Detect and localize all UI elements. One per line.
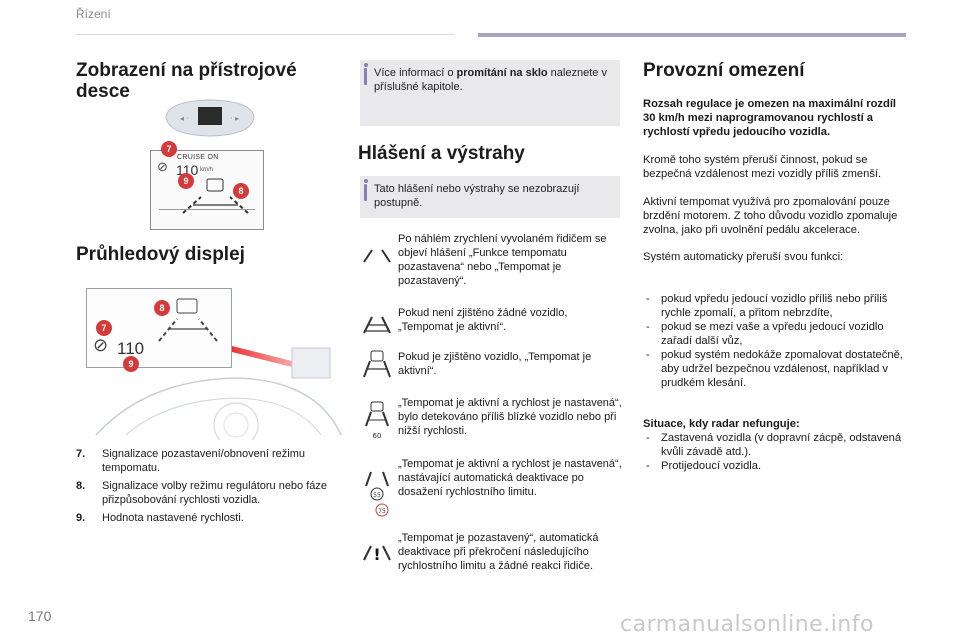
speed-sign-75: 75	[378, 508, 386, 515]
callout-9-badge: 9	[178, 173, 194, 189]
cluster-divider	[159, 209, 255, 210]
info-text: Více informací o promítání na sklo nalez…	[374, 66, 610, 94]
message-5: „Tempomat je aktivní a rychlost je nasta…	[398, 458, 622, 498]
info-box-messages: Tato hlášení nebo výstrahy se nezobrazuj…	[360, 176, 620, 218]
warning-mark: !	[373, 545, 380, 564]
list-item: pokud se mezi vaše a vpředu jedoucí vozi…	[643, 320, 905, 348]
legend-text: Signalizace pozastavení/obnovení režimu …	[102, 448, 306, 474]
legend-text: Signalizace volby režimu regulátoru nebo…	[102, 480, 328, 506]
info-text-post: naleznete v příslušné kapitole.	[374, 67, 607, 93]
legend-num: 9.	[76, 512, 86, 524]
list-item: pokud vpředu jedoucí vozidlo příliš nebo…	[643, 292, 905, 320]
info-text-bold: promítání na sklo	[456, 67, 548, 79]
hud-speed: 110	[117, 339, 145, 358]
section-title-hud: Průhledový displej	[76, 244, 245, 265]
speed-limit-55-75-icon: 55 75	[365, 471, 389, 517]
limits-paragraph-3: Systém automaticky přeruší svou funkci:	[643, 251, 844, 263]
limits-paragraph-1: Kromě toho systém přeruší činnost, pokud…	[643, 154, 882, 180]
legend-item-8: 8. Signalizace volby režimu regulátoru n…	[76, 479, 338, 506]
legend-num: 7.	[76, 448, 86, 460]
list-item: Protijedoucí vozidla.	[643, 459, 905, 473]
section-title-limits: Provozní omezení	[643, 60, 805, 81]
cruise-gauge-icon: ⊘	[157, 159, 168, 174]
cluster-overview-illustration: ◂ · · ▸	[165, 99, 255, 137]
road-lines-open-icon	[363, 249, 391, 263]
callout-8-badge: 8	[233, 183, 249, 199]
info-text-pre: Více informací o	[374, 67, 457, 79]
message-6: „Tempomat je pozastavený“, automatická d…	[398, 532, 599, 572]
road-lines-icon	[182, 178, 249, 214]
callout-7-hud-badge: 7	[96, 320, 112, 336]
warning-exclamation-icon: !	[363, 545, 391, 564]
message-3: Pokud je zjištěno vozidlo, „Tempomat je …	[398, 351, 592, 377]
dashboard-illustration	[95, 346, 342, 440]
header-rule	[76, 34, 454, 35]
legend-text: Hodnota nastavené rychlosti.	[102, 512, 244, 524]
info-box-projection: Více informací o promítání na sklo nalez…	[360, 60, 620, 126]
road-lines-active-icon	[363, 316, 391, 334]
watermark: carmanualsonline.info	[620, 612, 874, 637]
radar-bullet-list: Zastavená vozidla (v dopravní zácpě, ods…	[643, 431, 905, 473]
page-number: 170	[28, 608, 52, 624]
legend-item-7: 7. Signalizace pozastavení/obnovení reži…	[76, 447, 338, 474]
info-icon	[363, 63, 368, 85]
info-icon	[363, 179, 368, 201]
section-title-instrument: Zobrazení na přístrojové desce	[76, 60, 297, 102]
limits-bullet-list: pokud vpředu jedoucí vozidlo příliš nebo…	[643, 292, 905, 390]
hud-cruise-icon: ⊘	[93, 335, 109, 355]
callout-8-hud-badge: 8	[154, 300, 170, 316]
speed-sign-60: 60	[373, 432, 382, 440]
callout-9-hud-badge: 9	[123, 356, 139, 372]
chapter-title: Řízení	[76, 7, 111, 21]
list-item: pokud systém nedokáže zpomalovat dostate…	[643, 348, 905, 390]
message-2: Pokud není zjištěno žádné vozidlo, „Temp…	[398, 307, 568, 333]
svg-text:· ▸: · ▸	[230, 114, 239, 123]
radar-subtitle: Situace, kdy radar nefunguje:	[643, 418, 800, 430]
svg-text:◂ ·: ◂ ·	[180, 114, 189, 123]
list-item: Zastavená vozidla (v dopravní zácpě, ods…	[643, 431, 905, 459]
message-4: „Tempomat je aktivní a rychlost je nasta…	[398, 397, 622, 437]
limits-bold-paragraph: Rozsah regulace je omezen na maximální r…	[643, 98, 897, 138]
close-vehicle-60-icon: 60	[365, 401, 389, 440]
vehicle-detected-icon	[363, 350, 391, 378]
cluster-speed-unit: km/h	[200, 167, 214, 173]
section-title-messages: Hlášení a výstrahy	[358, 143, 525, 164]
limits-paragraph-2: Aktivní tempomat využívá pro zpomalování…	[643, 196, 898, 236]
header-accent-bar	[478, 33, 906, 37]
cruise-on-text: CRUISE ON	[177, 154, 219, 161]
info-text: Tato hlášení nebo výstrahy se nezobrazuj…	[374, 183, 580, 209]
callout-7-badge: 7	[161, 141, 177, 157]
legend-num: 8.	[76, 480, 86, 492]
speed-sign-55: 55	[373, 492, 381, 499]
message-1: Po náhlém zrychlení vyvolaném řidičem se…	[398, 233, 607, 287]
hud-road-icon	[158, 298, 218, 342]
legend-item-9: 9. Hodnota nastavené rychlosti.	[76, 511, 338, 525]
